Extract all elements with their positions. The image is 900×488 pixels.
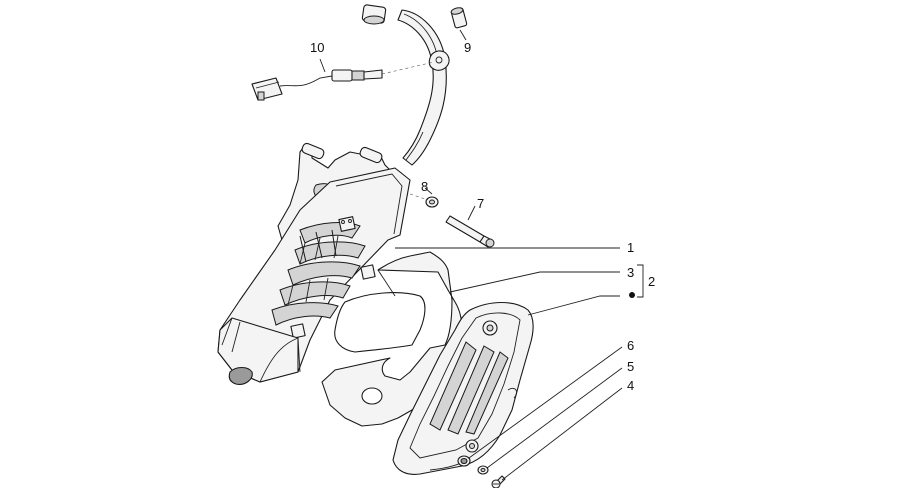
callout-9: 9 bbox=[464, 40, 471, 55]
callout-6: 6 bbox=[627, 338, 634, 353]
part-4-screw bbox=[491, 475, 506, 488]
part-2-heat-shield bbox=[392, 301, 534, 475]
callout-2: 2 bbox=[648, 274, 655, 289]
callout-1: 1 bbox=[627, 240, 634, 255]
part-7-bolt bbox=[409, 193, 495, 248]
part-1-silencer bbox=[217, 142, 411, 385]
callout-labels: 1 2 3 4 5 6 7 8 9 10 bbox=[310, 40, 655, 393]
part-6-spacer bbox=[457, 455, 471, 467]
part-9-sleeve bbox=[450, 7, 468, 29]
subassembly-dot bbox=[629, 292, 635, 298]
exhaust-pipe bbox=[361, 4, 450, 166]
callout-3: 3 bbox=[627, 265, 634, 280]
callout-10: 10 bbox=[310, 40, 324, 55]
part-10-lambda-sensor bbox=[251, 61, 435, 101]
callout-5: 5 bbox=[627, 359, 634, 374]
part-5-washer bbox=[477, 465, 489, 475]
part-8-washer bbox=[425, 196, 439, 208]
callout-8: 8 bbox=[421, 179, 428, 194]
callout-4: 4 bbox=[627, 378, 634, 393]
callout-7: 7 bbox=[477, 196, 484, 211]
leader-lines bbox=[319, 29, 644, 481]
